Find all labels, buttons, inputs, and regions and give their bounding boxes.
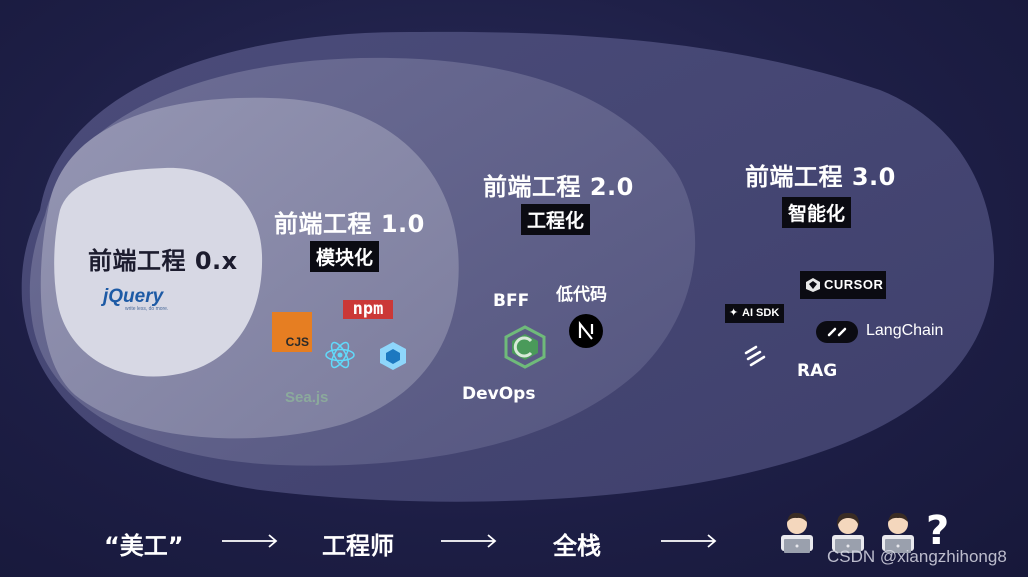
cursor-icon xyxy=(805,277,821,293)
arrow-icon xyxy=(440,533,498,549)
bff-label: BFF xyxy=(493,291,529,311)
stage-1-title: 前端工程 1.0 xyxy=(274,204,425,239)
seajs-logo: Sea.js xyxy=(285,389,328,406)
egg-icon xyxy=(502,325,548,369)
stage-0-title: 前端工程 0.x xyxy=(88,241,238,276)
technologist-icon xyxy=(777,511,817,555)
devops-label: DevOps xyxy=(462,384,535,404)
webpack-icon xyxy=(379,341,407,371)
flow-step-engineer: 工程师 xyxy=(322,526,394,561)
jquery-logo: jQuery write less, do more. xyxy=(103,286,168,312)
cursor-label: CURSOR xyxy=(824,277,883,292)
langchain-label: LangChain xyxy=(866,322,943,340)
stage-3-tag: 智能化 xyxy=(782,197,851,228)
stage-1-tag: 模块化 xyxy=(310,241,379,272)
rag-label: RAG xyxy=(797,361,837,381)
ai-sdk-logo: ✦ AI SDK xyxy=(725,304,784,323)
react-icon xyxy=(324,340,356,370)
stage-3-title: 前端工程 3.0 xyxy=(745,157,896,192)
nextjs-icon xyxy=(569,314,603,348)
lowcode-label: 低代码 xyxy=(556,280,607,305)
arrow-icon xyxy=(221,533,279,549)
flow-step-fullstack: 全栈 xyxy=(553,526,601,561)
stage-2-title: 前端工程 2.0 xyxy=(483,167,634,202)
jquery-tagline: write less, do more. xyxy=(125,306,168,312)
npm-logo: npm xyxy=(343,300,393,319)
langchain-logo: LangChain xyxy=(815,318,955,346)
watermark: CSDN @xiangzhihong8 xyxy=(827,547,1007,567)
llamaindex-icon xyxy=(742,343,768,369)
stage-2-tag: 工程化 xyxy=(521,204,590,235)
cjs-label: CJS xyxy=(286,335,309,349)
sparkle-icon: ✦ xyxy=(729,306,738,319)
flow-step-designer: “美工” xyxy=(104,526,184,561)
cursor-logo: CURSOR xyxy=(800,271,886,299)
npm-label: npm xyxy=(353,299,384,319)
ai-sdk-label: AI SDK xyxy=(742,307,779,319)
cjs-logo: CJS xyxy=(272,312,312,352)
arrow-icon xyxy=(660,533,718,549)
jquery-wordmark: jQuery xyxy=(103,286,163,307)
langchain-icon xyxy=(815,320,859,344)
